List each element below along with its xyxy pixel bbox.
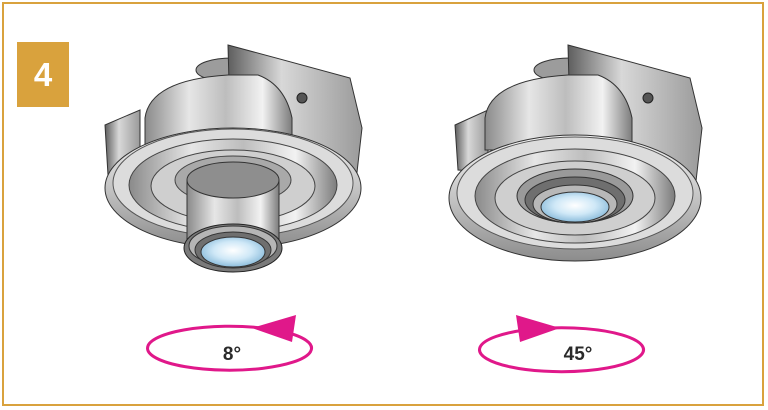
step-number-badge: 4 [17, 42, 69, 107]
lens [540, 191, 610, 223]
fixture-45-degree [448, 44, 703, 262]
arrow-head-icon [252, 315, 296, 342]
screw-icon [296, 92, 308, 104]
fixture-8-degree [104, 44, 363, 273]
arrow-head-icon [516, 315, 560, 342]
screw-icon [642, 92, 654, 104]
rotation-arrow-8: 8° [146, 315, 314, 372]
lens [200, 236, 266, 268]
rotation-arrow-45: 45° [478, 315, 645, 374]
rotation-label: 8° [223, 344, 241, 365]
rotation-label: 45° [564, 344, 593, 365]
